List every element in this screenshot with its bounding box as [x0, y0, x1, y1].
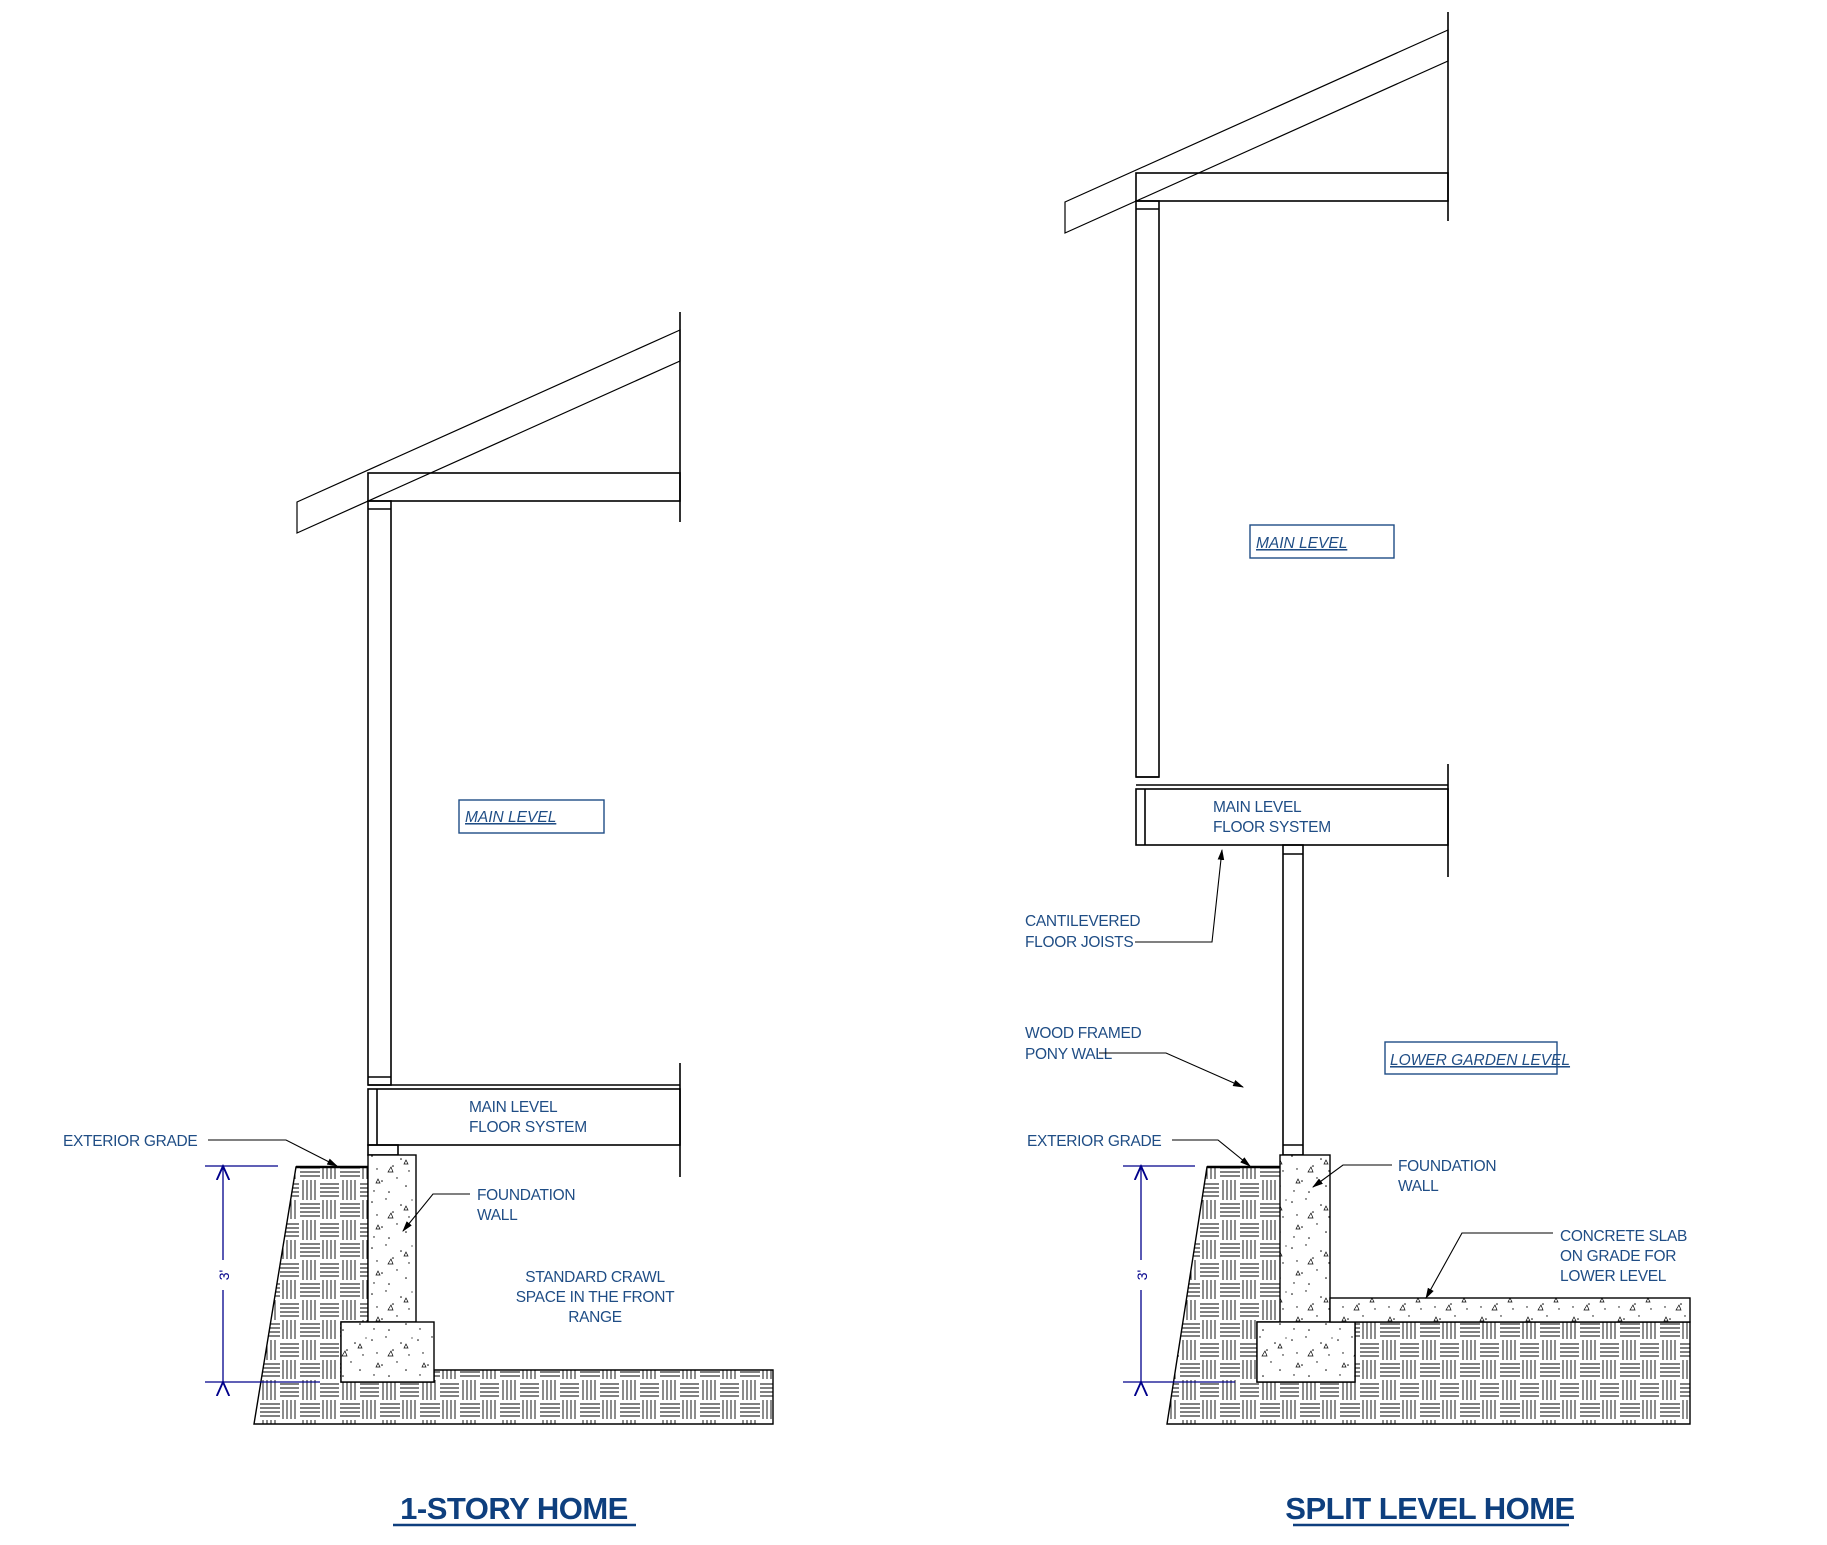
sill-plate: [367, 1144, 399, 1156]
slab-label-3: LOWER LEVEL: [1560, 1268, 1667, 1285]
slab-label-1: CONCRETE SLAB: [1560, 1228, 1687, 1245]
pony-wall-label-2: PONY WALL: [1025, 1046, 1113, 1063]
pony-wall: [1282, 844, 1304, 1156]
dimension-text: 3': [216, 1270, 232, 1280]
exterior-grade-label: EXTERIOR GRADE: [1027, 1133, 1161, 1150]
cantilever-label-2: FLOOR JOISTS: [1025, 934, 1133, 951]
dimension-3ft: 3': [205, 1166, 320, 1382]
exterior-wall: [367, 500, 392, 1086]
dimension-text: 3': [1134, 1270, 1150, 1280]
foundation-wall-label-2: WALL: [477, 1207, 518, 1224]
foundation-wall: [367, 1154, 417, 1323]
foundation-wall-leader: [1312, 1164, 1392, 1188]
cantilever-leader: [1135, 848, 1225, 943]
split-level-diagram: MAIN LEVEL MAIN LEVEL FLOOR SYSTEM LOWER…: [1025, 12, 1691, 1527]
earth-fill: [253, 1166, 774, 1425]
floor-system-label-2: FLOOR SYSTEM: [469, 1119, 587, 1136]
slab-leader: [1425, 1232, 1553, 1299]
ceiling-joist: [367, 472, 681, 502]
diagram-title-one-story: 1-STORY HOME: [400, 1491, 628, 1526]
floor-system-label-1: MAIN LEVEL: [1213, 799, 1302, 816]
room-label-main-level: MAIN LEVEL: [465, 809, 556, 826]
lower-room-label-box: [1384, 1041, 1558, 1075]
foundation-wall-leader: [402, 1193, 470, 1232]
footing: [340, 1321, 435, 1383]
floor-system-label-2: FLOOR SYSTEM: [1213, 819, 1331, 836]
exterior-grade-leader: [1172, 1139, 1251, 1167]
exterior-wall: [1135, 200, 1160, 778]
concrete-slab: [1329, 1297, 1691, 1323]
roof-rafter: [1064, 29, 1449, 234]
foundation-wall-label-1: FOUNDATION: [1398, 1158, 1496, 1175]
foundation-wall-label-2: WALL: [1398, 1178, 1439, 1195]
exterior-grade-leader: [208, 1139, 338, 1167]
crawl-space-label-3: RANGE: [568, 1309, 622, 1326]
slab-label-2: ON GRADE FOR: [1560, 1248, 1676, 1265]
room-label-lower-garden-level: LOWER GARDEN LEVEL: [1390, 1052, 1570, 1069]
cantilevered-floor-system: [1135, 788, 1449, 846]
one-story-diagram: MAIN LEVEL MAIN LEVEL FLOOR SYSTEM 3' EX…: [63, 312, 774, 1527]
room-label-box: [1249, 524, 1395, 559]
foundation-wall-label-1: FOUNDATION: [477, 1187, 575, 1204]
pony-wall-label-1: WOOD FRAMED: [1025, 1025, 1141, 1042]
roof-rafter: [296, 329, 681, 534]
room-label-main-level: MAIN LEVEL: [1256, 535, 1347, 552]
room-label-box: [458, 799, 605, 834]
crawl-space-label-2: SPACE IN THE FRONT: [516, 1289, 675, 1306]
diagram-title-split-level: SPLIT LEVEL HOME: [1285, 1491, 1574, 1526]
floor-system: [367, 1088, 681, 1146]
crawl-space-label-1: STANDARD CRAWL: [525, 1269, 665, 1286]
pony-wall-leader: [1099, 1052, 1245, 1088]
exterior-grade-label: EXTERIOR GRADE: [63, 1133, 197, 1150]
dimension-3ft: 3': [1123, 1166, 1235, 1382]
footing: [1256, 1321, 1356, 1383]
cantilever-label-1: CANTILEVERED: [1025, 913, 1140, 930]
floor-system-label-1: MAIN LEVEL: [469, 1099, 558, 1116]
ceiling-joist: [1135, 172, 1449, 202]
earth-fill: [1166, 1166, 1691, 1425]
